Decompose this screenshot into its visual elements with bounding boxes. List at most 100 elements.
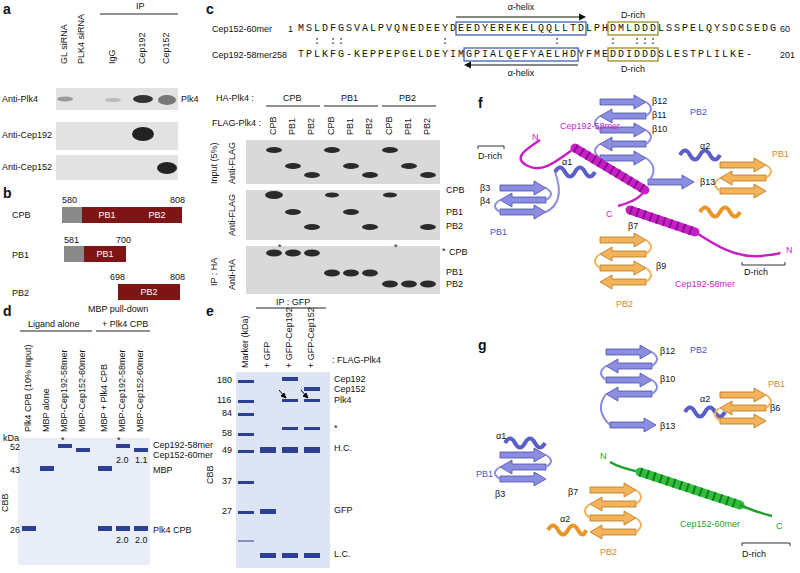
western-blot	[105, 98, 121, 102]
coomassie-gel	[76, 448, 90, 452]
protein-ribbon	[720, 401, 766, 415]
protein-ribbon	[640, 472, 740, 505]
label-text: 49	[222, 446, 232, 455]
protein-ribbon	[546, 188, 551, 200]
label-text: Cep192-58mer	[212, 51, 272, 60]
coomassie-gel	[18, 331, 150, 565]
protein-ribbon	[595, 254, 600, 268]
label-text: β3	[495, 490, 505, 499]
label-text: 2.0	[135, 536, 148, 545]
label-text: PB1	[446, 268, 463, 277]
western-blot	[157, 162, 177, 174]
label-text: PB2	[423, 118, 432, 135]
coomassie-gel	[134, 448, 148, 452]
coomassie-gel	[238, 540, 254, 542]
label-text: β11	[652, 111, 667, 120]
sequence-box	[464, 62, 471, 69]
label-text: Cep152-60mer	[680, 520, 740, 529]
label-text: 700	[116, 236, 131, 245]
label-text: PB2	[399, 94, 416, 103]
label-text: 43	[10, 466, 20, 475]
western-blot	[56, 122, 178, 150]
label-text: : FLAG-Plk4	[332, 356, 381, 365]
label-text: MBP-Cep152-60mer	[78, 349, 87, 432]
sequence-text: MSLDFGSVALPVQNEDEEYDEEDYEREKELQQLLTDLPHD…	[298, 24, 778, 34]
label-text: 2.0	[116, 536, 129, 545]
western-blot	[420, 172, 436, 178]
western-blot	[266, 106, 436, 107]
label-text: Anti-FLAG	[228, 142, 237, 184]
protein-ribbon	[606, 373, 652, 387]
coomassie-gel	[116, 526, 130, 531]
label-text: 580	[62, 196, 77, 205]
western-blot	[382, 281, 398, 288]
label-text: MBP pull-down	[88, 305, 148, 314]
sequence-text: : :: : : : :::	[298, 37, 658, 47]
label-text: β10	[652, 125, 667, 134]
label-text: GFP	[334, 506, 353, 515]
western-blot	[246, 140, 440, 294]
coomassie-gel	[260, 447, 276, 453]
label-text: 2.0	[116, 456, 129, 465]
label-text: PB1	[768, 380, 785, 389]
label-text: *	[334, 424, 338, 433]
coomassie-gel	[238, 511, 254, 514]
protein-ribbon	[646, 268, 651, 282]
western-blot	[325, 193, 339, 198]
protein-ribbon	[555, 168, 595, 177]
label-text: β10	[660, 375, 675, 384]
domain-bar	[62, 207, 82, 223]
protein-ribbon	[600, 233, 646, 247]
label-text: D-rich	[742, 550, 766, 559]
protein-ribbon	[495, 200, 500, 212]
coomassie-gel	[303, 393, 308, 398]
label-text: MBP-Cep192-58mer	[60, 349, 69, 432]
coomassie-gel	[304, 399, 320, 402]
protein-ribbon	[495, 102, 720, 212]
label-text: Input (5%)	[210, 142, 219, 184]
label-text: β7	[568, 488, 578, 497]
western-blot	[420, 281, 436, 288]
protein-ribbon	[546, 172, 559, 212]
western-blot	[382, 147, 398, 153]
coomassie-gel	[304, 427, 320, 430]
western-blot	[304, 224, 320, 230]
label-text: PB2	[600, 548, 617, 557]
protein-ribbon	[606, 359, 652, 373]
western-blot	[100, 14, 178, 15]
label-text: CBB	[1, 493, 10, 512]
label-text: IP	[136, 2, 145, 11]
label-text: α1	[562, 158, 572, 167]
protein-ribbon	[500, 472, 546, 486]
coomassie-gel	[260, 553, 276, 558]
protein-ribbon	[606, 387, 652, 401]
label-text: 201	[780, 51, 795, 60]
western-blot	[266, 106, 320, 107]
label-text: Cep192-58mer	[153, 441, 213, 450]
western-blot	[246, 140, 440, 184]
protein-ribbon	[600, 247, 646, 261]
protein-ribbon	[740, 505, 772, 516]
western-blot	[246, 246, 440, 294]
protein-ribbon	[606, 345, 652, 359]
sequence-box	[579, 14, 586, 21]
domain-box: PB1	[84, 246, 126, 262]
protein-ribbon	[548, 526, 586, 535]
protein-ribbon	[548, 395, 771, 535]
protein-ribbon	[646, 102, 651, 116]
label-text: IP : GFP	[276, 298, 310, 307]
label-text: PB1	[490, 228, 507, 237]
coomassie-gel	[238, 433, 254, 436]
coomassie-gel	[22, 444, 148, 531]
label-text: Anti-Cep152	[2, 163, 52, 172]
label-text: MBP-Cep152-60mer	[136, 349, 145, 432]
label-text: MBP	[153, 466, 173, 475]
label-text: + GFP-Cep192	[285, 307, 294, 368]
western-blot	[304, 172, 320, 178]
domain-bar	[64, 246, 84, 262]
label-text: MBP + Plk4 CPB	[100, 364, 109, 432]
label-text: 116	[217, 396, 231, 405]
protein-ribbon	[590, 483, 636, 497]
label-text: *	[61, 436, 65, 445]
